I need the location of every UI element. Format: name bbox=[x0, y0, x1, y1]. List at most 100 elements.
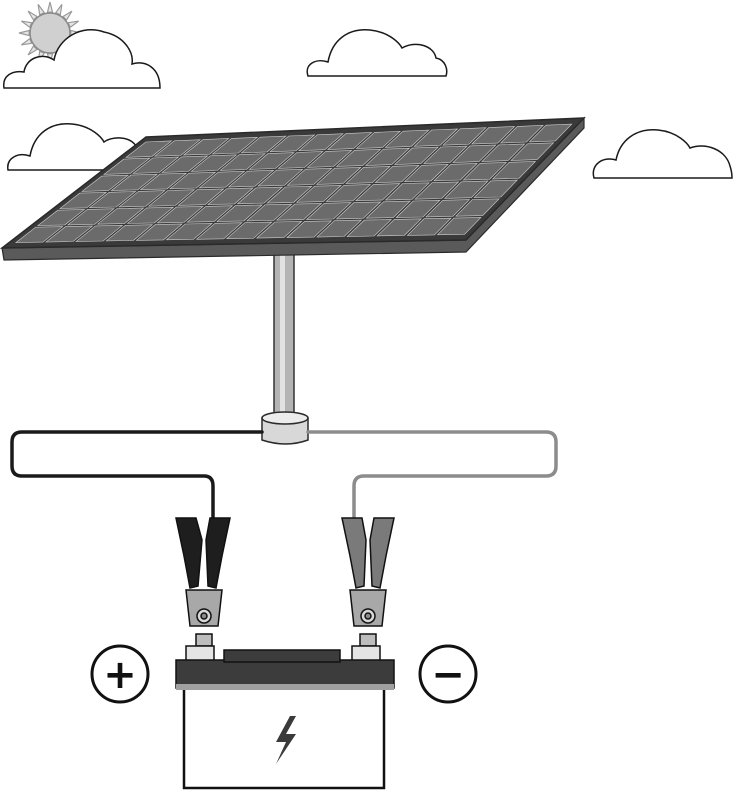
solar-cell bbox=[255, 221, 303, 239]
solar-cell bbox=[355, 130, 402, 149]
solar-cell bbox=[298, 133, 344, 152]
solar-cell bbox=[384, 182, 430, 201]
solar-cell bbox=[325, 184, 372, 202]
solar-cell bbox=[110, 173, 158, 191]
solar-cell bbox=[177, 188, 225, 206]
solar-cell bbox=[118, 190, 166, 208]
solar-cell bbox=[103, 157, 151, 175]
solar-cell bbox=[345, 166, 391, 184]
solar-cell bbox=[436, 217, 482, 236]
solar-cell bbox=[257, 168, 304, 187]
solar-cell bbox=[326, 132, 373, 150]
solar-cell bbox=[433, 163, 478, 182]
solar-cell bbox=[384, 129, 430, 148]
solar-cell bbox=[182, 138, 230, 156]
sun-ray bbox=[21, 20, 33, 29]
solar-cell bbox=[316, 219, 363, 238]
sun-ray bbox=[37, 4, 46, 16]
solar-panel-icon bbox=[0, 116, 586, 261]
panel-pole bbox=[273, 251, 295, 421]
solar-cell bbox=[335, 148, 382, 167]
solar-cell bbox=[248, 152, 295, 170]
solar-cell bbox=[471, 126, 516, 145]
solar-cell bbox=[442, 127, 487, 146]
sun-ray bbox=[54, 4, 63, 16]
solar-cell bbox=[455, 198, 500, 217]
solar-cell bbox=[135, 223, 183, 241]
solar-cell bbox=[240, 135, 287, 154]
solar-cell bbox=[195, 222, 243, 240]
solar-cell bbox=[413, 128, 459, 147]
solar-cell bbox=[452, 144, 497, 163]
black-clamp-icon bbox=[175, 517, 231, 663]
solar-cell bbox=[207, 187, 254, 205]
positive-symbol: + bbox=[103, 652, 137, 698]
solar-cell bbox=[161, 155, 209, 173]
solar-cell bbox=[393, 146, 439, 165]
cloud-icon bbox=[3, 29, 161, 89]
solar-cell bbox=[211, 136, 259, 155]
solar-cell bbox=[266, 185, 313, 204]
solar-cell bbox=[491, 161, 537, 180]
solar-cell bbox=[528, 123, 573, 143]
solar-cell bbox=[286, 220, 333, 238]
solar-cell bbox=[295, 185, 342, 203]
solar-cell bbox=[414, 181, 460, 200]
solar-cell bbox=[374, 165, 420, 183]
solar-cell bbox=[139, 172, 188, 191]
solar-cell bbox=[286, 167, 333, 186]
solar-cell bbox=[236, 186, 284, 205]
solar-cell bbox=[423, 145, 468, 164]
solar-cell bbox=[376, 218, 422, 237]
solar-cell bbox=[15, 226, 64, 243]
sun-ray bbox=[67, 20, 79, 29]
solar-cell bbox=[355, 183, 401, 202]
solar-cell bbox=[132, 156, 180, 174]
positive-wire bbox=[10, 430, 264, 522]
sun-ray bbox=[21, 37, 33, 46]
solar-cell bbox=[216, 204, 263, 222]
plus-circle-icon: + bbox=[90, 644, 150, 704]
solar-cell bbox=[346, 219, 393, 237]
solar-cell bbox=[275, 203, 323, 221]
negative-wire bbox=[306, 430, 558, 522]
solar-cell bbox=[219, 153, 266, 171]
solar-cell bbox=[45, 225, 94, 243]
solar-cell bbox=[165, 223, 213, 241]
solar-cell bbox=[499, 124, 544, 144]
sun-ray bbox=[27, 10, 38, 21]
solar-cell bbox=[462, 162, 508, 181]
solar-cell bbox=[403, 164, 449, 183]
junction-box bbox=[261, 411, 309, 445]
gray-clamp-icon bbox=[341, 517, 395, 663]
solar-cell bbox=[364, 147, 411, 166]
solar-cell bbox=[425, 199, 471, 218]
solar-cell bbox=[443, 180, 489, 199]
solar-cell bbox=[59, 192, 108, 209]
sun-ray bbox=[18, 29, 30, 37]
cloud-icon bbox=[592, 129, 733, 179]
solar-cell bbox=[81, 174, 129, 192]
solar-cell bbox=[66, 208, 115, 226]
solar-cell bbox=[156, 206, 204, 224]
solar-cell bbox=[481, 143, 526, 162]
solar-cell bbox=[125, 140, 173, 158]
solar-cell bbox=[277, 151, 324, 169]
solar-cell bbox=[406, 217, 452, 236]
solar-cell bbox=[306, 150, 353, 168]
solar-cell bbox=[96, 207, 145, 225]
negative-symbol: − bbox=[431, 652, 465, 698]
solar-cell bbox=[190, 154, 238, 172]
solar-cell bbox=[198, 170, 246, 189]
solar-cell bbox=[269, 134, 316, 153]
solar-cell bbox=[88, 191, 137, 209]
minus-circle-icon: − bbox=[418, 644, 478, 704]
sun-ray bbox=[46, 1, 54, 13]
solar-cell bbox=[225, 221, 273, 240]
lightning-bolt-icon bbox=[276, 716, 296, 764]
solar-cell bbox=[365, 200, 411, 219]
solar-cell bbox=[126, 206, 175, 224]
solar-cell bbox=[153, 139, 201, 157]
